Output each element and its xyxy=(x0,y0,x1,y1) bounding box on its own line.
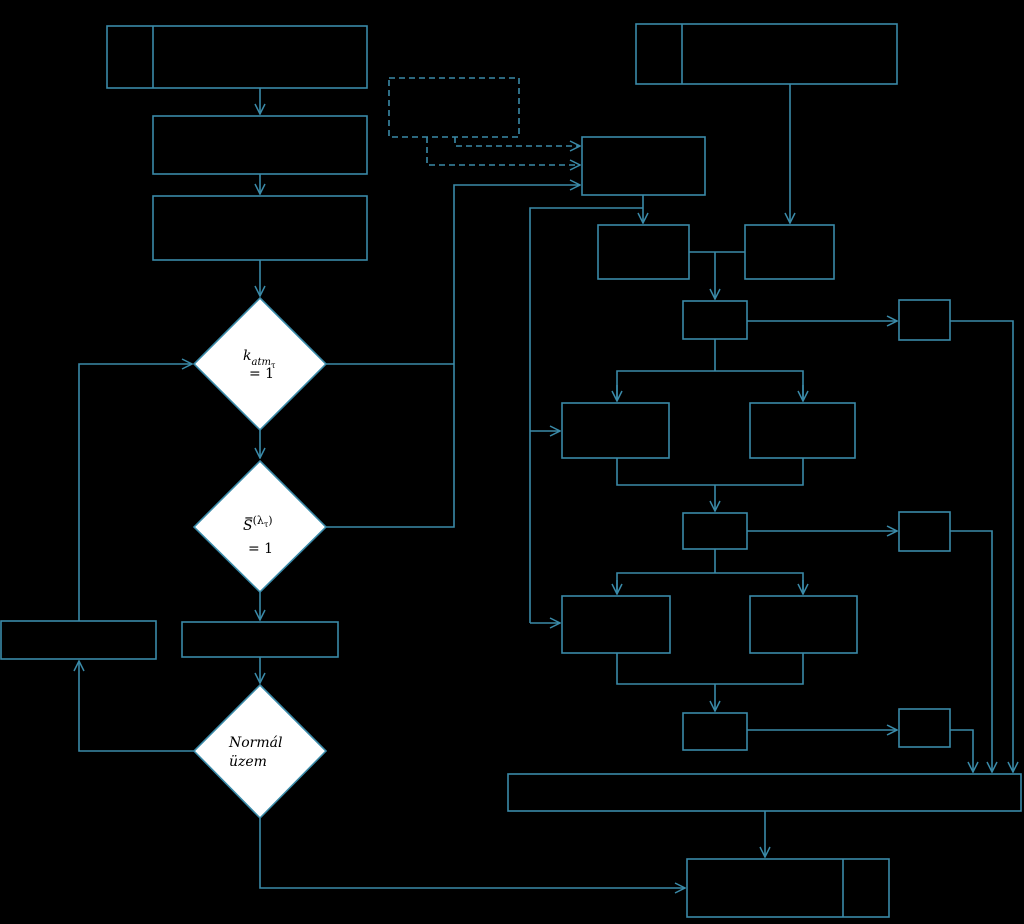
box-r2-right xyxy=(744,224,835,280)
edge-out2-to-collector xyxy=(950,530,992,772)
edge-decision3-to-left-box xyxy=(79,661,194,752)
decision-spectral xyxy=(192,459,328,594)
box-a2 xyxy=(749,402,856,459)
edge-optional-2 xyxy=(426,137,580,165)
output-box-1 xyxy=(898,299,951,341)
input-box xyxy=(581,136,706,196)
edge-feedback-bus xyxy=(529,207,643,623)
edge-decision3-to-end xyxy=(259,818,685,888)
collector-box xyxy=(507,773,1022,812)
box-a1 xyxy=(561,402,670,459)
edge-out3-to-collector xyxy=(950,729,973,772)
process-box-center xyxy=(181,621,339,658)
start-box-right xyxy=(635,23,898,85)
node-1 xyxy=(682,300,748,340)
edge-left-box-loop-back xyxy=(78,364,192,621)
box-b2 xyxy=(749,595,858,654)
decision-spectral-label: S̿(λτ) xyxy=(243,514,273,534)
edge-out1-to-collector xyxy=(950,320,1013,772)
decision-normal-line2: üzem xyxy=(229,754,267,770)
node-3 xyxy=(682,712,748,751)
edge-split1 xyxy=(616,370,804,401)
edge-merge-b xyxy=(616,653,804,685)
step-box-2 xyxy=(152,195,368,261)
output-box-3 xyxy=(898,708,951,748)
decision-katm xyxy=(192,296,328,432)
output-box-2 xyxy=(898,511,951,552)
process-box-left xyxy=(0,620,157,660)
node-2 xyxy=(682,512,748,550)
edge-optional-1 xyxy=(454,137,580,146)
edge-merge-a xyxy=(616,458,804,486)
decision-katm-eq: = 1 xyxy=(249,366,274,382)
decision-spectral-eq: = 1 xyxy=(248,541,273,557)
start-box-left xyxy=(106,25,368,89)
decision-katm-label: katmτ xyxy=(243,348,276,370)
decision-normal-line1: Normál xyxy=(228,735,282,751)
edge-split2 xyxy=(616,572,804,594)
decision-normal-operation xyxy=(192,683,328,820)
edge-decision2-right xyxy=(326,185,580,528)
step-box-1 xyxy=(152,115,368,175)
box-b1 xyxy=(561,595,671,654)
box-r2-left xyxy=(597,224,690,280)
optional-input-box xyxy=(388,77,520,138)
end-box xyxy=(686,858,890,918)
